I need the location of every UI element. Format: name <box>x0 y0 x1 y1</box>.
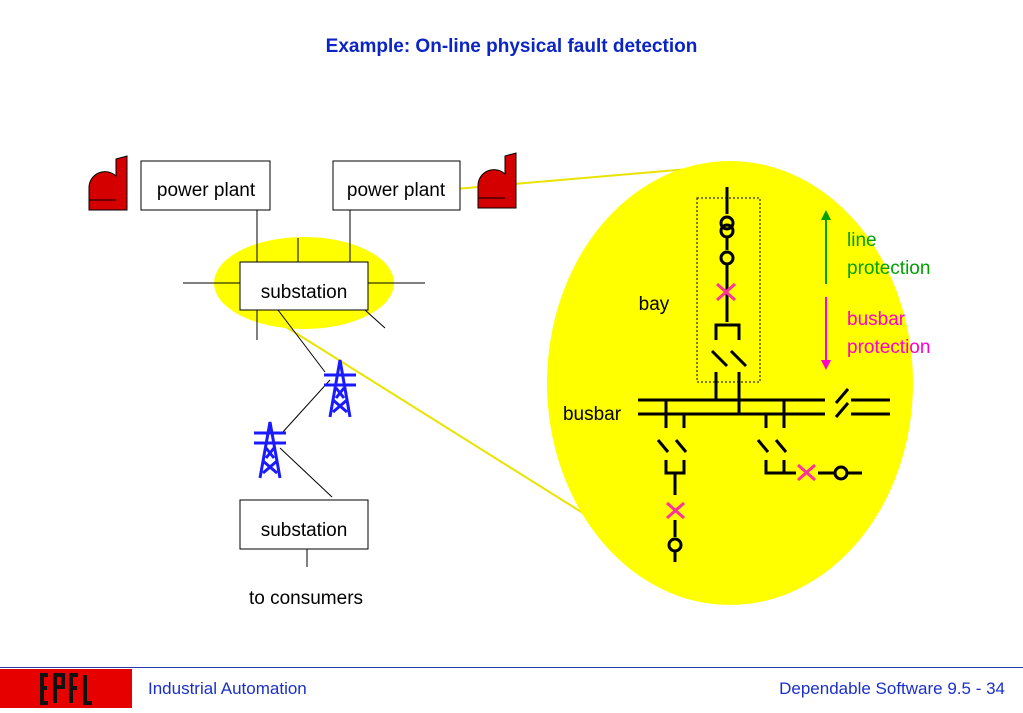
fault-x-icon <box>666 501 685 520</box>
bay-label: bay <box>639 294 670 315</box>
network-lines <box>183 210 425 567</box>
line-protection-label: protection <box>847 258 930 279</box>
outgoing-feeder-left <box>656 400 688 562</box>
epfl-logo <box>0 669 132 708</box>
substation-box <box>239 261 369 311</box>
page-title: Example: On-line physical fault detectio… <box>325 36 698 57</box>
power-plant-box <box>140 160 271 211</box>
substation-label: substation <box>261 520 348 541</box>
fault-x-icon <box>716 282 736 302</box>
detail-highlight <box>547 161 913 605</box>
footer-divider <box>0 667 1023 668</box>
footer-page-ref: Dependable Software 9.5 - 34 <box>779 679 1005 698</box>
outgoing-feeder-right <box>756 400 862 481</box>
power-plant-icon <box>88 155 128 211</box>
power-plant-label: power plant <box>347 180 446 201</box>
consumers-label: to consumers <box>249 588 363 609</box>
busbar-protection-label: busbar <box>847 309 906 330</box>
transmission-tower-icon <box>254 421 286 479</box>
isolator-icon <box>834 388 890 418</box>
footer-course-title: Industrial Automation <box>148 679 307 698</box>
busbar-lines <box>638 398 825 416</box>
bay-feeder <box>710 187 748 413</box>
substation-box <box>239 499 369 550</box>
substation-label: substation <box>261 282 348 303</box>
transmission-tower-icon <box>324 359 356 418</box>
bay-frame <box>696 197 761 383</box>
busbar-label: busbar <box>563 404 622 425</box>
power-plant-icon <box>477 152 517 209</box>
epfl-logo-graphic <box>0 669 132 708</box>
line-protection-arrow <box>821 210 831 284</box>
fault-x-icon <box>797 463 816 482</box>
power-plant-label: power plant <box>157 180 256 201</box>
busbar-protection-label: protection <box>847 337 930 358</box>
line-protection-label: line <box>847 230 877 251</box>
power-plant-box <box>332 160 461 211</box>
busbar-protection-arrow <box>821 297 831 370</box>
